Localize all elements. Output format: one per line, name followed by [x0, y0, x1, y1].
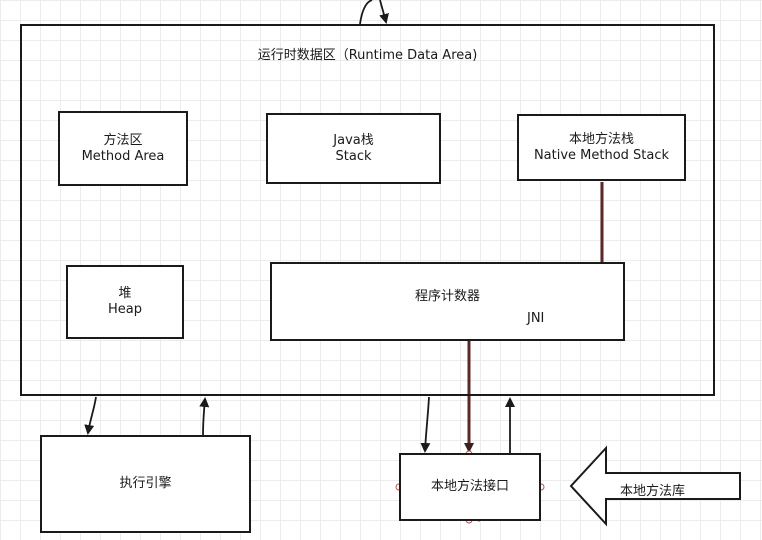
native-interface-label: 本地方法接口 — [430, 479, 509, 494]
arrow-runtime-to-engine — [84, 396, 97, 435]
native-interface-box[interactable]: 本地方法接口 — [399, 453, 541, 521]
method-area-box[interactable]: 方法区 Method Area — [58, 111, 188, 186]
java-stack-cn-label: Java栈 — [333, 132, 374, 148]
method-area-cn-label: 方法区 — [103, 132, 143, 148]
java-stack-box[interactable]: Java栈 Stack — [266, 113, 441, 184]
native-library-arrow-shape — [569, 445, 741, 527]
runtime-data-area[interactable] — [20, 24, 715, 396]
execution-engine-box[interactable]: 执行引擎 — [40, 435, 251, 533]
arrow-engine-to-runtime — [199, 397, 210, 436]
java-stack-en-label: Stack — [335, 148, 372, 164]
method-area-en-label: Method Area — [81, 148, 165, 164]
native-stack-en-label: Native Method Stack — [533, 147, 670, 163]
native-library-label: 本地方法库 — [620, 484, 686, 499]
heap-en-label: Heap — [108, 302, 142, 317]
program-counter-label: 程序计数器 — [414, 288, 480, 304]
arrow-runtime-to-interface — [420, 396, 431, 453]
execution-engine-label: 执行引擎 — [119, 476, 172, 491]
heap-box[interactable]: 堆 Heap — [66, 265, 184, 339]
jni-label: JNI — [524, 311, 548, 326]
runtime-data-area-title: 运行时数据区（Runtime Data Area) — [257, 48, 478, 63]
native-method-stack-box[interactable]: 本地方法栈 Native Method Stack — [517, 114, 686, 181]
program-counter-box[interactable]: 程序计数器 — [270, 262, 625, 341]
native-stack-cn-label: 本地方法栈 — [568, 131, 634, 147]
heap-cn-label: 堆 — [118, 286, 132, 301]
top-loop-arrow — [359, 0, 386, 24]
